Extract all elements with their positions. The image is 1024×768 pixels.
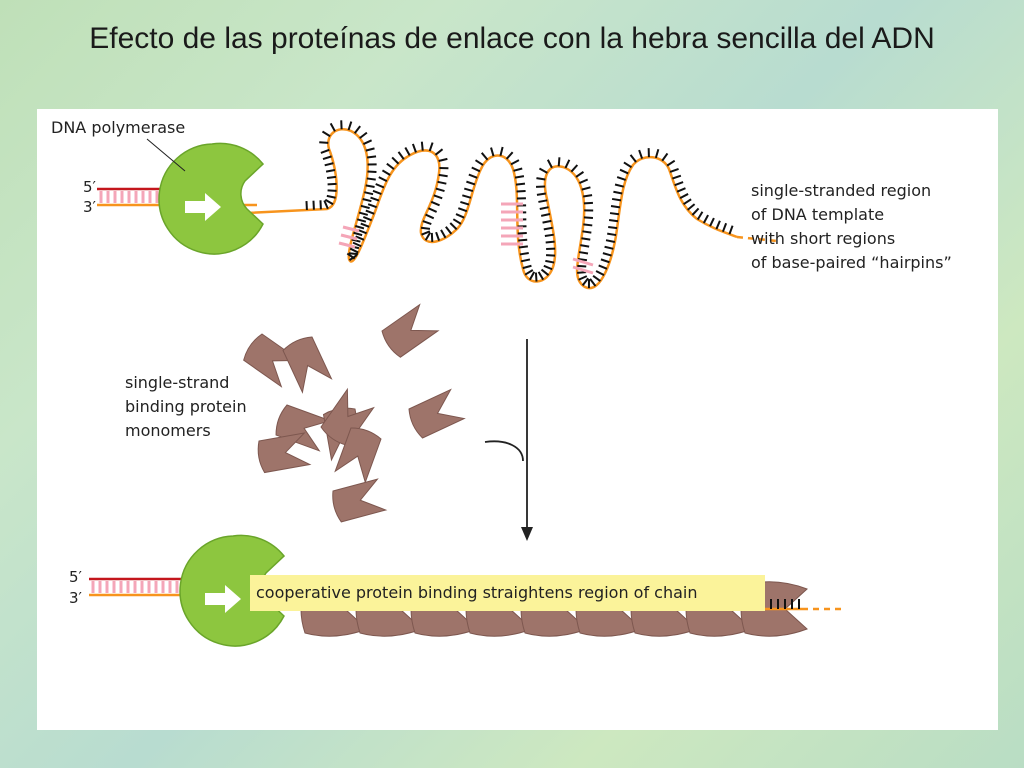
hairpin-strand <box>246 120 778 290</box>
top-polymerase <box>158 142 265 255</box>
slide-title: Efecto de las proteínas de enlace con la… <box>89 22 935 55</box>
ss-region-line-2: of DNA template <box>751 205 884 224</box>
top-three-prime-label: 3′ <box>83 198 97 216</box>
bottom-three-prime-label: 3′ <box>69 589 83 607</box>
ssb-monomers <box>240 304 465 524</box>
ssb-line-1: single-strand <box>125 373 229 392</box>
top-five-prime-label: 5′ <box>83 178 97 196</box>
caption-text: cooperative protein binding straightens … <box>256 583 698 602</box>
ss-region-label: single-stranded region of DNA template w… <box>751 181 952 272</box>
process-arrow <box>484 339 533 541</box>
ssb-line-3: monomers <box>125 421 211 440</box>
caption-highlight <box>250 575 765 611</box>
ssb-label: single-strand binding protein monomers <box>125 373 247 440</box>
ssb-line-2: binding protein <box>125 397 247 416</box>
bottom-polymerase <box>179 534 286 647</box>
dna-diagram: DNA polymerase 5′ 3′ single-stranded reg… <box>51 118 952 647</box>
ss-region-line-1: single-stranded region <box>751 181 931 200</box>
ss-region-line-4: of base-paired “hairpins” <box>751 253 952 272</box>
ss-region-line-3: with short regions <box>751 229 895 248</box>
diagram-panel: DNA polymerase 5′ 3′ single-stranded reg… <box>37 109 998 730</box>
dna-polymerase-label: DNA polymerase <box>51 118 185 137</box>
bottom-five-prime-label: 5′ <box>69 568 83 586</box>
